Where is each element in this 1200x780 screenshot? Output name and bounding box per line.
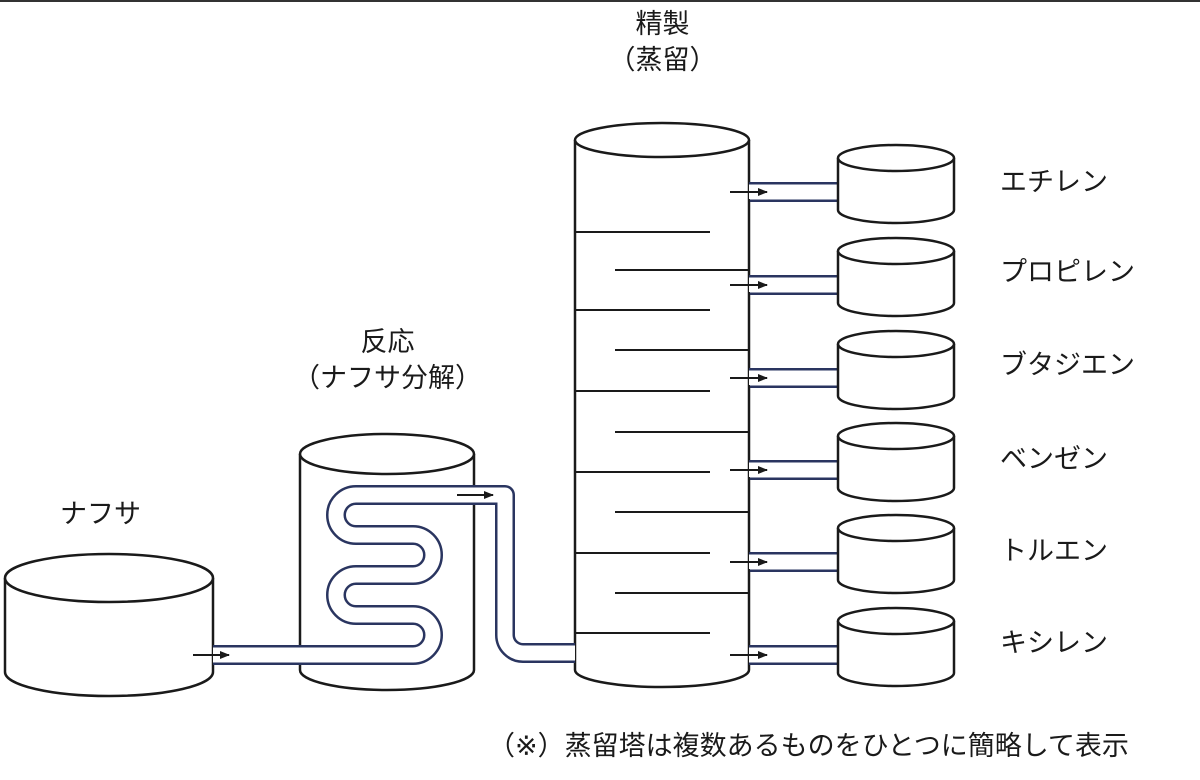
product-label-propylene: プロピレン: [1000, 257, 1135, 288]
product-label-toluene: トルエン: [1000, 536, 1108, 567]
product-label-xylene: キシレン: [1000, 628, 1108, 659]
reaction-title: 反応: [360, 327, 415, 358]
product-label-ethylene: エチレン: [1000, 167, 1108, 198]
product-tank-benzene: [836, 421, 956, 503]
column-trays: [575, 231, 749, 634]
feed-label: ナフサ: [60, 499, 141, 530]
product-tank-ethylene: [836, 143, 956, 225]
product-arrows: [730, 188, 768, 659]
refining-title: 精製: [635, 9, 690, 40]
product-tanks: [836, 143, 956, 688]
product-tank-toluene: [836, 513, 956, 595]
top-border: [0, 0, 1200, 2]
naphtha-tank: [3, 552, 215, 698]
reaction-subtitle: （ナフサ分解）: [293, 363, 482, 394]
product-label-benzene: ベンゼン: [1000, 444, 1108, 475]
product-tank-butadiene: [836, 329, 956, 411]
feed-pipe: [213, 485, 575, 665]
distillation-column: [573, 121, 751, 689]
product-tank-propylene: [836, 236, 956, 318]
product-tank-xylene: [836, 606, 956, 688]
product-pipes: [748, 182, 838, 665]
footnote: （※）蒸留塔は複数あるものをひとつに簡略して表示: [488, 731, 1129, 762]
flow-arrows: [193, 491, 494, 659]
refining-subtitle: （蒸留）: [608, 45, 717, 76]
product-label-butadiene: ブタジエン: [1000, 350, 1135, 381]
